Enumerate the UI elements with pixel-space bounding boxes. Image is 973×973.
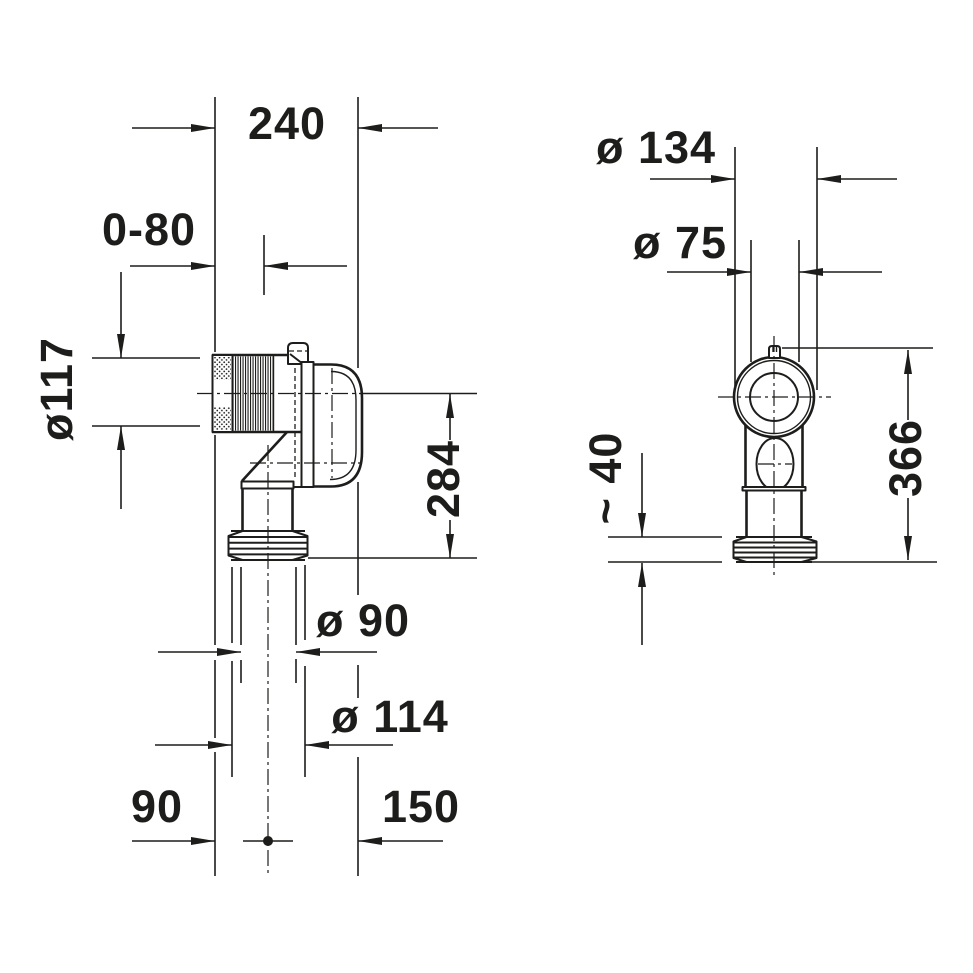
dim-label-150: 150 (382, 781, 460, 832)
retaining-clip (287, 342, 309, 365)
dim-label-90: 90 (131, 781, 183, 832)
dim-label-366: 366 (880, 419, 931, 497)
seal-hatch-top (214, 357, 231, 380)
dim-label-dia134: ø 134 (596, 122, 716, 173)
extension-lines-side (92, 97, 477, 876)
dim-label-40: ~ 40 (580, 432, 631, 525)
side-view-dimensions: 240 0-80 ø117 284 ø 90 ø 114 90 150 (31, 97, 477, 876)
body-diagonal (241, 431, 288, 482)
dim-label-240: 240 (248, 98, 326, 149)
dim-label-dia75: ø 75 (633, 217, 727, 268)
front-thread (732, 536, 818, 563)
side-view: 240 0-80 ø117 284 ø 90 ø 114 90 150 (31, 97, 477, 876)
elbow-connector-side (197, 342, 364, 876)
front-view: ø 134 ø 75 366 ~ 40 (580, 122, 937, 645)
reference-point (263, 836, 273, 846)
front-flange (741, 486, 807, 492)
connector-front (718, 336, 831, 576)
extension-lines-front (608, 147, 937, 563)
dim-label-0-80: 0-80 (102, 204, 196, 255)
dim-label-dia114: ø 114 (331, 691, 449, 742)
front-view-dimensions: ø 134 ø 75 366 ~ 40 (580, 122, 937, 645)
wall-flange (300, 361, 315, 488)
dimension-arrows-side (117, 124, 454, 845)
dim-label-dia117: ø117 (31, 337, 82, 441)
dimension-arrows-front (638, 175, 912, 645)
dim-label-dia90: ø 90 (316, 595, 410, 646)
elbow-body (311, 363, 364, 488)
dim-label-284: 284 (418, 440, 469, 518)
elbow-body-inner-wall (329, 370, 357, 481)
seal-hatch-bottom (214, 407, 231, 430)
